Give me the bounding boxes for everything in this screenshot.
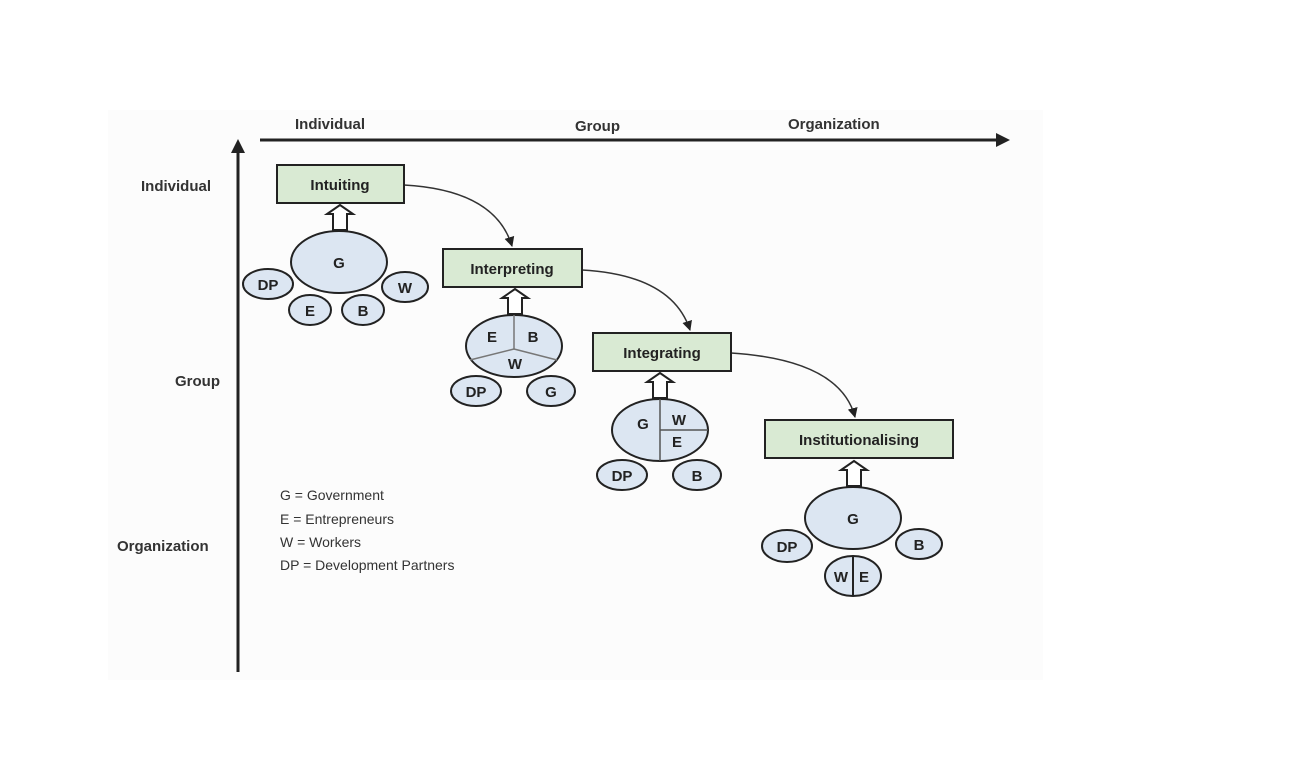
x-axis-label-organization: Organization [788,116,880,133]
up-arrow-icon [643,371,677,399]
actor-dp-label: DP [258,277,279,294]
legend-item-workers: W = Workers [280,534,361,550]
actor-main-government [290,230,388,294]
actor-w [381,271,429,303]
segment-divider [513,348,558,361]
up-arrow-icon [323,203,357,231]
actor-b [341,294,385,326]
y-axis-label-group: Group [175,373,220,390]
legend-item-government: G = Government [280,487,384,503]
actor-dp [761,529,813,563]
segment-e-label: E [672,434,682,451]
stage-institutionalising: Institutionalising G DP B W E [761,419,954,597]
actor-dp-label: DP [466,384,487,401]
actor-main-government [804,486,902,550]
up-arrow-icon [837,459,871,487]
segment-e-label: E [487,329,497,346]
flow-arrow-integrating-institutionalising [730,352,858,418]
actor-b-label: B [692,468,703,485]
x-axis-arrowhead [996,133,1010,147]
x-axis-label-individual: Individual [295,116,365,133]
actor-w-label: W [398,280,413,297]
process-box-integrating [592,332,732,372]
process-label-intuiting: Intuiting [310,177,369,194]
process-label-integrating: Integrating [623,345,701,362]
actor-main-label: G [333,255,345,272]
segment-w-label: W [508,356,523,373]
y-axis-label-organization: Organization [117,538,209,555]
stage-integrating: Integrating G W E DP B [592,332,732,491]
up-arrow-icon [498,287,532,315]
y-axis-label-individual: Individual [141,178,211,195]
stage-intuiting: Intuiting G DP E B W [242,164,429,326]
process-label-interpreting: Interpreting [470,261,553,278]
diagram-panel [108,110,1043,680]
segment-w-label: W [834,569,849,586]
segment-e-label: E [859,569,869,586]
actor-dp [450,375,502,407]
actor-dp [242,268,294,300]
actor-b [672,459,722,491]
process-box-interpreting [442,248,583,288]
actor-g [526,375,576,407]
y-axis-arrowhead [231,139,245,153]
stage-interpreting: Interpreting E B W DP G [442,248,583,407]
segment-w-label: W [672,412,687,429]
x-axis-label-group: Group [575,118,620,135]
process-box-institutionalising [764,419,954,459]
segment-b-label: B [528,329,539,346]
actor-dp-label: DP [777,539,798,556]
actor-b-label: B [358,303,369,320]
actor-e-label: E [305,303,315,320]
flow-arrow-intuiting-interpreting [403,184,515,247]
flow-arrow-interpreting-integrating [581,269,692,331]
process-box-intuiting [276,164,405,204]
legend: G = Government E = Entrepreneurs W = Wor… [280,487,454,573]
actor-g-label: G [545,384,557,401]
actor-b-label: B [914,537,925,554]
segment-divider [469,348,515,361]
actor-b [895,528,943,560]
process-label-institutionalising: Institutionalising [799,432,919,449]
actor-dp [596,459,648,491]
actor-e [288,294,332,326]
legend-item-entrepreneurs: E = Entrepreneurs [280,511,394,527]
actor-main-label: G [847,511,859,528]
segment-g-label: G [637,416,649,433]
legend-item-development-partners: DP = Development Partners [280,557,454,573]
actor-dp-label: DP [612,468,633,485]
